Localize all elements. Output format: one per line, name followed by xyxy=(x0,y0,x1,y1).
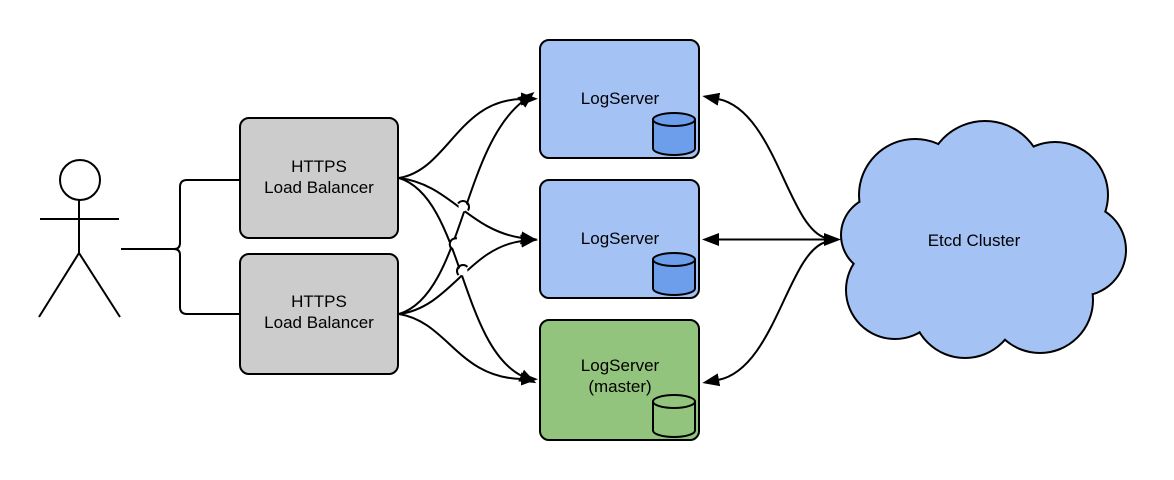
logserver-2-node: LogServer xyxy=(539,179,700,299)
arrow-lb2-to-logserver2 xyxy=(398,234,538,315)
arrow-lb2-to-logserver1 xyxy=(398,91,535,315)
load-balancer-2-label-line2: Load Balancer xyxy=(264,313,374,332)
line-jump xyxy=(448,237,458,251)
database-icon xyxy=(652,394,696,438)
database-icon xyxy=(652,252,696,296)
logserver-master-node: LogServer (master) xyxy=(539,319,700,441)
load-balancer-1-label-line1: HTTPS xyxy=(291,157,347,176)
logserver-1-label: LogServer xyxy=(581,89,660,108)
load-balancer-arrows xyxy=(398,91,538,386)
user-actor-icon xyxy=(38,159,121,318)
logserver-1-node: LogServer xyxy=(539,39,700,159)
load-balancer-2-node: HTTPS Load Balancer xyxy=(239,253,399,375)
load-balancer-1-node: HTTPS Load Balancer xyxy=(239,117,399,239)
load-balancer-1-label-line2: Load Balancer xyxy=(264,178,374,197)
arrow-logserver1-etcd xyxy=(702,92,827,239)
line-jump xyxy=(457,199,471,212)
arrow-lb2-to-logserver3 xyxy=(398,313,538,386)
load-balancer-2-label-line1: HTTPS xyxy=(291,292,347,311)
line-jump xyxy=(456,264,469,276)
load-balancer-1-box xyxy=(239,117,399,239)
arrow-lb1-to-logserver1 xyxy=(398,92,538,179)
etcd-cluster-cloud: Etcd Cluster xyxy=(840,120,1127,359)
arrow-logserver3-etcd xyxy=(702,241,827,387)
line-jump-marks xyxy=(448,199,471,276)
etcd-sync-arrows xyxy=(702,92,841,387)
load-balancer-2-box xyxy=(239,253,399,375)
database-icon xyxy=(652,112,696,157)
etcd-cluster-label: Etcd Cluster xyxy=(928,231,1021,250)
connector-user-to-load-balancers xyxy=(121,179,242,315)
logserver-master-label: LogServer xyxy=(581,356,660,375)
logserver-2-label: LogServer xyxy=(581,229,660,248)
logserver-master-sublabel: (master) xyxy=(588,377,651,396)
